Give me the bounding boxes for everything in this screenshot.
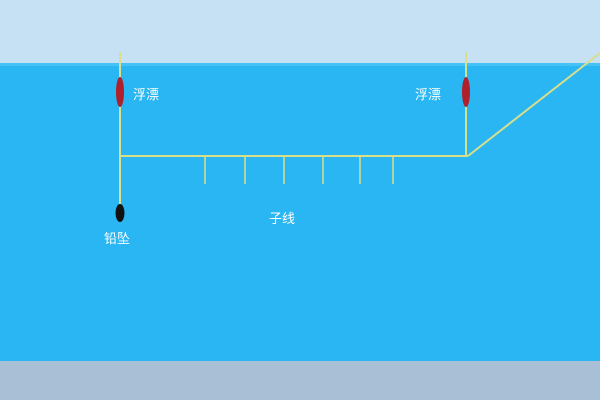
bottom (0, 361, 600, 400)
water (0, 63, 600, 361)
left-float-body (116, 77, 124, 107)
water-surface (0, 63, 600, 66)
sinker-label: 铅坠 (104, 232, 131, 247)
main-line-to-rod (467, 52, 600, 157)
float-label-left: 浮漂 (133, 88, 160, 103)
right-float-body (462, 77, 470, 107)
sky (0, 0, 600, 63)
float-label-right: 浮漂 (415, 88, 442, 103)
hooklinks-label: 子线 (269, 212, 296, 227)
sinker-weight (115, 204, 125, 222)
